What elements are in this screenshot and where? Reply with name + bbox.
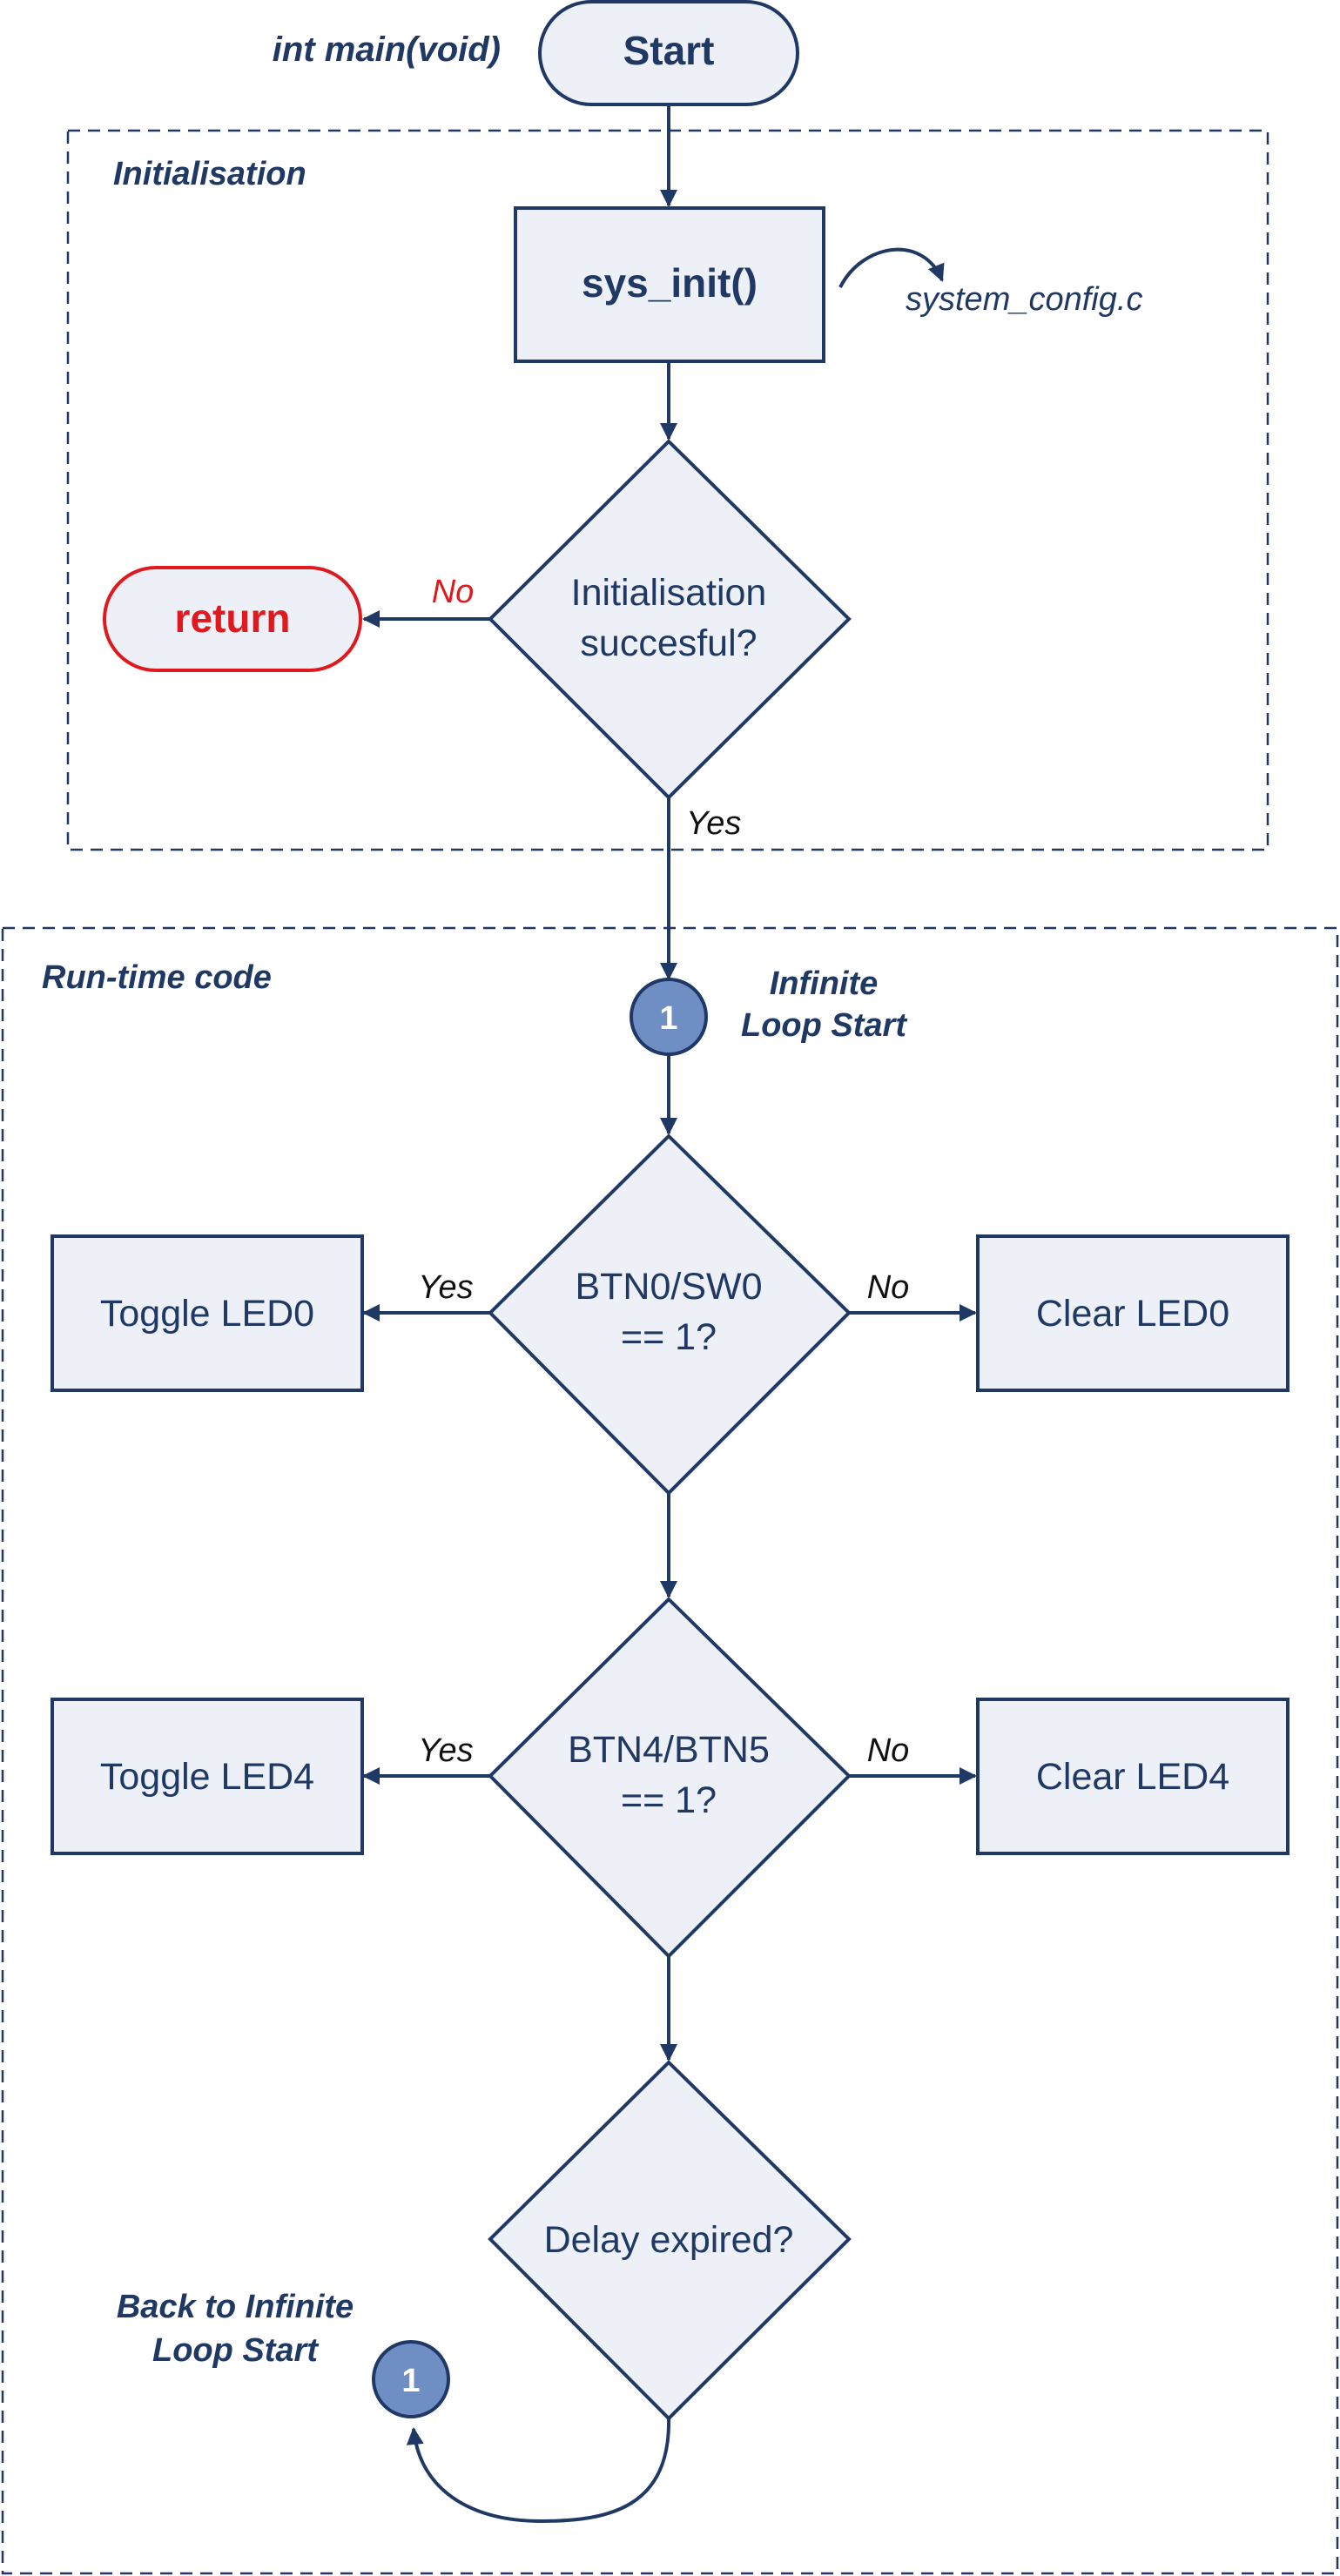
btn0-decision bbox=[488, 1133, 852, 1496]
start-terminal-label: Start bbox=[623, 28, 715, 73]
init-success-decision-line1: Initialisation bbox=[571, 572, 767, 614]
btn0-decision-line1: BTN0/SW0 bbox=[575, 1266, 762, 1308]
init-yes-label: Yes bbox=[686, 805, 741, 842]
delay-decision-label: Delay expired? bbox=[544, 2219, 794, 2261]
btn4-decision bbox=[488, 1597, 852, 1959]
system-config-file-label: system_config.c bbox=[906, 281, 1142, 318]
init-success-decision bbox=[488, 439, 852, 800]
return-terminal bbox=[103, 566, 362, 672]
loop-start-label-line1: Infinite bbox=[770, 965, 879, 1002]
loop-start-connector bbox=[630, 978, 708, 1056]
back-to-loop-label-line1: Back to Infinite bbox=[117, 2289, 354, 2325]
toggle-led4-process bbox=[51, 1698, 364, 1855]
btn4-decision-line1: BTN4/BTN5 bbox=[568, 1729, 770, 1771]
runtime-group-label: Run-time code bbox=[42, 959, 272, 996]
start-terminal bbox=[538, 0, 799, 106]
initialisation-group-label: Initialisation bbox=[113, 156, 306, 192]
sys-init-process bbox=[514, 206, 825, 363]
return-terminal-label: return bbox=[175, 595, 291, 641]
function-signature-label: int main(void) bbox=[273, 30, 501, 69]
clear-led4-process bbox=[976, 1698, 1289, 1855]
back-to-loop-label-line2: Loop Start bbox=[152, 2332, 319, 2369]
init-no-label: No bbox=[432, 574, 475, 610]
sys-init-label: sys_init() bbox=[582, 260, 758, 306]
btn0-no-label: No bbox=[867, 1269, 910, 1306]
loop-start-label-line2: Loop Start bbox=[741, 1007, 907, 1044]
btn4-decision-line2: == 1? bbox=[621, 1779, 717, 1821]
toggle-led0-process bbox=[51, 1234, 364, 1392]
loop-start-connector-label: 1 bbox=[659, 1000, 677, 1037]
edge-delay-loop-back bbox=[406, 2418, 671, 2524]
toggle-led0-label: Toggle LED0 bbox=[100, 1293, 314, 1335]
system-config-reference-arrow bbox=[838, 247, 945, 288]
toggle-led4-label: Toggle LED4 bbox=[100, 1756, 314, 1798]
loop-back-connector-label: 1 bbox=[401, 2363, 420, 2399]
clear-led0-label: Clear LED0 bbox=[1036, 1293, 1229, 1335]
btn4-yes-label: Yes bbox=[418, 1732, 473, 1769]
init-success-decision-line2: succesful? bbox=[580, 622, 757, 664]
clear-led4-label: Clear LED4 bbox=[1036, 1756, 1229, 1798]
btn0-decision-line2: == 1? bbox=[621, 1316, 717, 1358]
btn4-no-label: No bbox=[867, 1732, 910, 1769]
clear-led0-process bbox=[976, 1234, 1289, 1392]
loop-back-connector bbox=[372, 2340, 450, 2418]
btn0-yes-label: Yes bbox=[418, 1269, 473, 1306]
delay-decision bbox=[488, 2060, 852, 2421]
